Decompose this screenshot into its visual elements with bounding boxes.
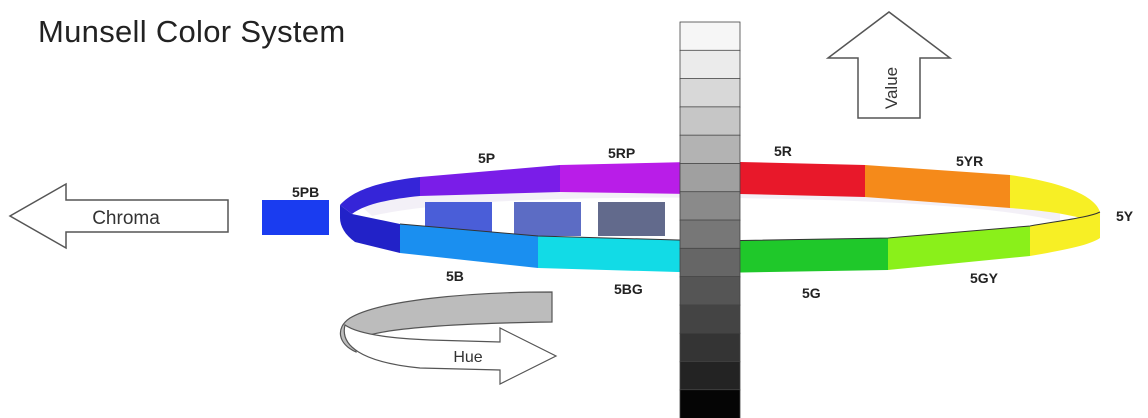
value-scale-column <box>679 21 741 418</box>
chroma-arrow-label: Chroma <box>92 208 160 229</box>
hue-label-5r: 5R <box>774 143 792 159</box>
value-step-13 <box>679 361 741 391</box>
hue-label-5rp: 5RP <box>608 145 635 161</box>
value-step-11 <box>679 304 741 335</box>
value-step-3 <box>679 78 741 108</box>
value-step-1 <box>679 21 741 52</box>
ring-left-wall <box>340 205 400 253</box>
hue-label-5bg: 5BG <box>614 281 643 297</box>
hue-label-5p: 5P <box>478 150 495 166</box>
hue-segment-yellow <box>1030 212 1100 256</box>
hue-label-5b: 5B <box>446 268 464 284</box>
hue-segment-green <box>712 238 888 273</box>
hue-labels: 5P 5RP 5R 5YR 5PB 5Y 5B 5BG 5G 5GY <box>292 143 1134 301</box>
hue-segment-red-purple <box>560 162 690 194</box>
hue-segment-blue <box>400 224 538 268</box>
hue-segment-yellow-back <box>1010 175 1100 224</box>
value-step-10 <box>679 276 741 306</box>
hue-label-5g: 5G <box>802 285 821 301</box>
value-arrow: Value <box>825 11 953 119</box>
value-step-9 <box>679 247 741 278</box>
hue-arrow: Hue <box>339 291 558 385</box>
chroma-swatches <box>262 200 665 236</box>
hue-label-5yr: 5YR <box>956 153 983 169</box>
hue-segment-purple-blue <box>340 177 420 214</box>
value-step-14 <box>679 389 741 418</box>
hue-label-5pb: 5PB <box>292 184 319 200</box>
chroma-swatch-4 <box>598 202 665 236</box>
diagram-title: Munsell Color System <box>38 14 346 49</box>
ring-top-band <box>340 162 1100 224</box>
value-step-2 <box>679 49 741 80</box>
ring-front-outline <box>399 211 1101 242</box>
chroma-arrow: Chroma <box>8 182 229 250</box>
hue-segment-purple <box>420 165 560 196</box>
value-arrow-label: Value <box>882 67 901 109</box>
hue-label-5y: 5Y <box>1116 208 1134 224</box>
ring-front-band <box>399 211 1101 273</box>
hue-segment-yellow-red <box>865 165 1010 208</box>
chroma-swatch-3 <box>514 202 581 236</box>
hue-label-5gy: 5GY <box>970 270 999 286</box>
hue-segment-blue-green <box>538 236 712 273</box>
chroma-swatch-1 <box>262 200 329 235</box>
value-step-8 <box>679 219 741 250</box>
value-step-12 <box>679 332 741 363</box>
hue-segment-green-yellow <box>888 226 1030 270</box>
hue-arrow-label: Hue <box>453 349 482 366</box>
value-step-5 <box>679 134 741 165</box>
value-step-6 <box>679 163 741 193</box>
value-step-4 <box>679 106 741 137</box>
hue-segment-red <box>740 162 865 197</box>
value-step-7 <box>679 191 741 221</box>
